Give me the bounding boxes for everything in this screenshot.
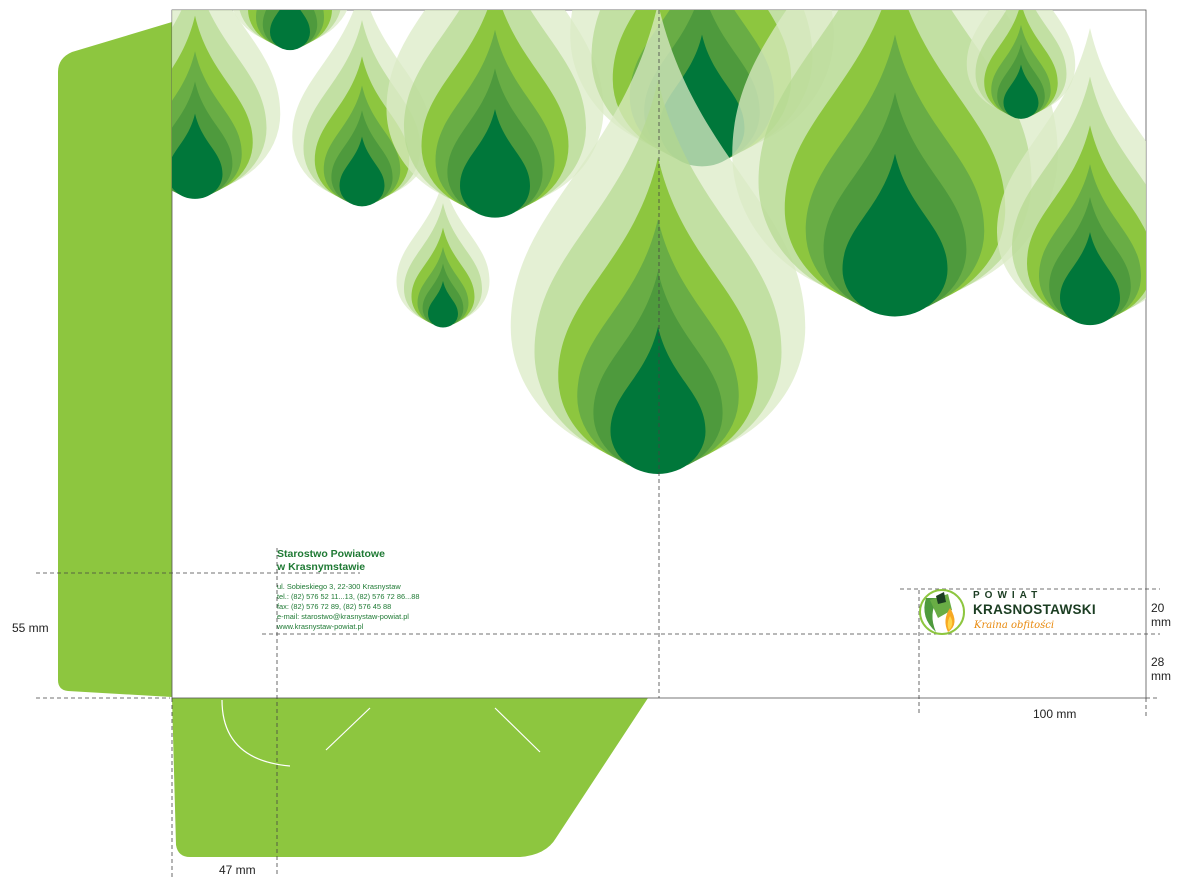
pocket-flap — [172, 698, 648, 857]
drop-2-layer-5 — [339, 136, 385, 207]
drop-3-layer-5 — [428, 281, 458, 328]
dimension-logo-width: 100 mm — [1033, 707, 1077, 721]
logo-word-krasnostawski: KRASNOSTAWSKI — [973, 602, 1096, 617]
pocket-slits — [221, 699, 541, 767]
dimension-logo-bottom: 28 mm — [1151, 655, 1171, 683]
drop-9-layer-5 — [1060, 232, 1120, 326]
drop-0-layer-5 — [172, 113, 223, 199]
powiat-logo: POWIAT KRASNOSTAWSKI Kraina obfitości — [918, 588, 1098, 636]
drop-pattern — [172, 10, 1146, 474]
drop-6-layer-5 — [610, 326, 706, 474]
guide-lines — [36, 10, 1160, 877]
contact-fax: fax: (82) 576 72 89, (82) 576 45 88 — [277, 602, 392, 611]
contact-email: e-mail: starostwo@krasnystaw-powiat.pl — [277, 612, 409, 621]
org-name-line2: w Krasnymstawie — [277, 561, 366, 573]
dimension-left-height: 55 mm — [12, 621, 49, 635]
left-flap — [58, 22, 172, 697]
drop-1-layer-5 — [270, 10, 310, 51]
contact-www: www.krasnystaw-powiat.pl — [277, 622, 364, 631]
logo-word-powiat: POWIAT — [973, 590, 1043, 601]
org-name-line1: Starostwo Powiatowe — [277, 548, 385, 560]
drop-4-layer-5 — [460, 109, 530, 218]
contact-address: ul. Sobieskiego 3, 22-300 Krasnystaw — [277, 582, 401, 591]
dimension-logo-top: 20 mm — [1151, 601, 1171, 629]
dimension-pocket-offset: 47 mm — [219, 863, 256, 877]
contact-block: Starostwo Powiatowe w Krasnymstawie ul. … — [277, 548, 419, 632]
contact-tel: tel.: (82) 576 52 11...13, (82) 576 72 8… — [277, 592, 420, 601]
drop-8-layer-5 — [1003, 64, 1039, 119]
drop-7-layer-5 — [842, 153, 948, 317]
hop-cone-flame-icon — [919, 589, 965, 635]
logo-tagline: Kraina obfitości — [974, 620, 1055, 631]
